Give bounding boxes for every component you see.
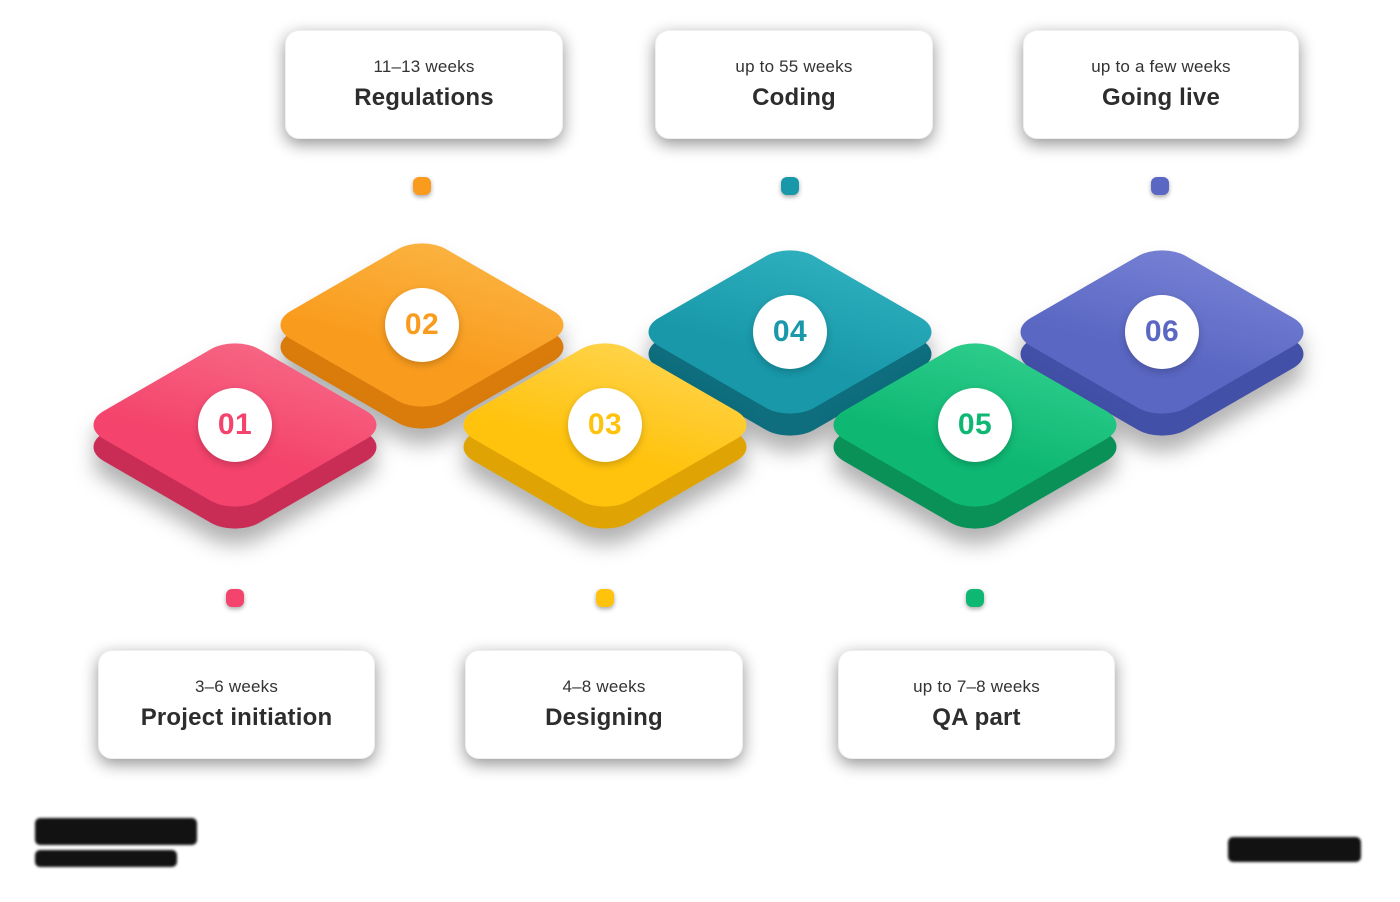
- stage-card-regulations: 11–13 weeks Regulations: [285, 30, 563, 139]
- stage-number-badge: 05: [938, 388, 1012, 462]
- stage-name: Designing: [545, 704, 663, 731]
- stage-duration: 4–8 weeks: [562, 677, 646, 696]
- stage-number: 01: [217, 408, 253, 441]
- stage-name: Going live: [1101, 84, 1220, 111]
- connector-dot-01: [226, 589, 244, 607]
- logo-wordmark-redacted: [35, 818, 197, 845]
- stage-number-badge: 03: [568, 388, 642, 462]
- brand-mark-redacted: [1228, 837, 1361, 862]
- stage-card-going-live: up to a few weeks Going live: [1023, 30, 1299, 139]
- stage-duration: 11–13 weeks: [373, 57, 475, 76]
- stage-number: 02: [404, 308, 440, 341]
- stage-diamond-04: 04: [634, 222, 946, 444]
- stage-diamond-02: 02: [266, 215, 578, 437]
- connector-dot-02: [413, 177, 431, 195]
- stage-number-badge: 06: [1125, 295, 1199, 369]
- stage-card-coding: up to 55 weeks Coding: [655, 30, 933, 139]
- stage-number-badge: 01: [198, 388, 272, 462]
- connector-dot-06: [1151, 177, 1169, 195]
- stage-duration: 3–6 weeks: [194, 677, 279, 696]
- stage-number-badge: 04: [753, 295, 827, 369]
- logo-tagline-redacted: [35, 850, 177, 867]
- stage-number: 03: [587, 408, 623, 441]
- stage-name: Project initiation: [140, 704, 333, 731]
- stage-duration: up to a few weeks: [1091, 57, 1231, 76]
- stage-number: 05: [957, 408, 993, 441]
- stage-diamond-03: 03: [449, 315, 761, 537]
- stage-diamond-01: 01: [79, 315, 391, 537]
- stage-name: Coding: [752, 84, 836, 111]
- stage-number-badge: 02: [385, 288, 459, 362]
- stage-duration: up to 55 weeks: [735, 57, 853, 76]
- stage-card-designing: 4–8 weeks Designing: [465, 650, 743, 759]
- stage-card-project-initiation: 3–6 weeks Project initiation: [98, 650, 375, 759]
- stage-name: QA part: [932, 704, 1021, 731]
- stage-name: Regulations: [354, 84, 494, 111]
- stage-diamond-05: 05: [819, 315, 1131, 537]
- stage-diamond-06: 06: [1006, 222, 1318, 444]
- connector-dot-05: [966, 589, 984, 607]
- stage-duration: up to 7–8 weeks: [913, 677, 1040, 696]
- connector-dot-04: [781, 177, 799, 195]
- stage-number: 06: [1144, 315, 1180, 348]
- connector-dot-03: [596, 589, 614, 607]
- stage-number: 04: [772, 315, 808, 348]
- stage-card-qa-part: up to 7–8 weeks QA part: [838, 650, 1115, 759]
